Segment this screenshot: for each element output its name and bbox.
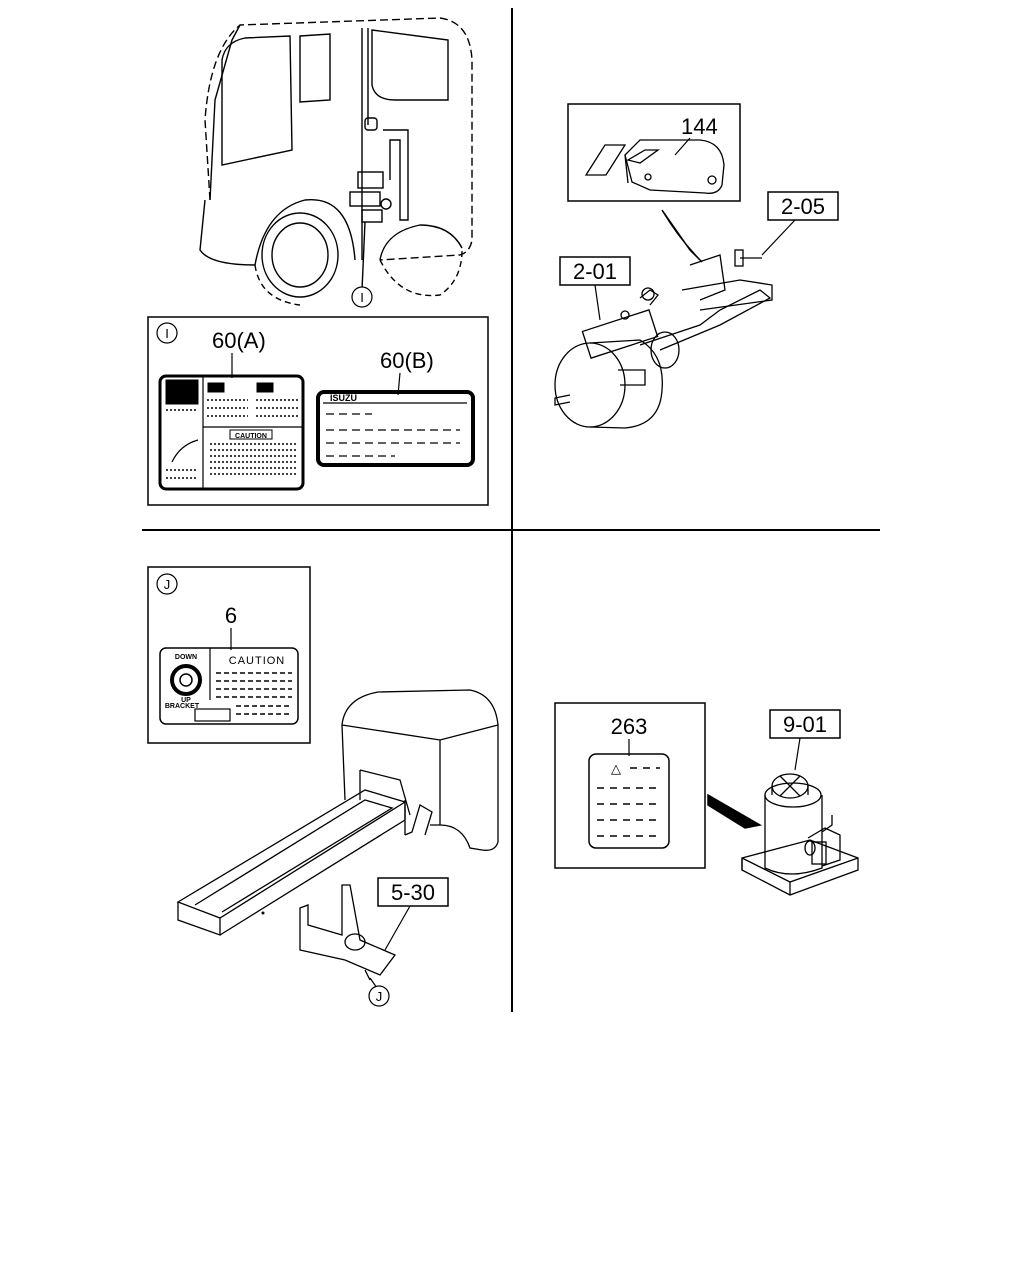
callout-box-205 (767, 191, 839, 221)
callout-60b: 60(B) (380, 348, 434, 373)
divider-lines (142, 8, 880, 1012)
ref-circle-j-bottom (368, 985, 390, 1007)
ref-j-bottom: J (376, 989, 383, 1004)
caution-text-6: CAUTION (229, 655, 286, 667)
callout-6: 6 (225, 603, 237, 628)
bracket-144-drawing (584, 139, 725, 194)
ref-i-top: I (360, 290, 364, 305)
callout-205: 2-05 (781, 194, 825, 219)
detail-box-j (147, 566, 311, 744)
callout-530: 5-30 (391, 880, 435, 905)
bracket-text: BRACKET (165, 703, 200, 710)
callout-box-201 (559, 256, 631, 286)
warning-triangle-icon: △ (611, 761, 621, 776)
ref-j-box: J (164, 577, 171, 592)
callout-box-530 (377, 877, 449, 907)
ref-circle-i-box (156, 322, 178, 344)
detail-box-263 (554, 702, 706, 869)
detail-box-i (147, 316, 489, 506)
brake-booster-drawing (554, 249, 773, 429)
down-text: DOWN (175, 654, 197, 661)
ref-i-box: I (165, 326, 169, 341)
ref-circle-i-top (351, 286, 373, 308)
ref-circle-j-box (156, 573, 178, 595)
bottle-jack-drawing (741, 773, 859, 896)
up-text: UP (181, 697, 191, 704)
callout-144: 144 (681, 114, 718, 139)
callout-901: 9-01 (783, 712, 827, 737)
callout-box-901 (769, 709, 841, 739)
isuzu-text: ISUZU (330, 393, 357, 403)
arrow-263 (707, 793, 763, 829)
label-6 (159, 647, 299, 725)
caution-text-60a: CAUTION (235, 433, 267, 440)
callout-60a: 60(A) (212, 328, 266, 353)
label-263 (588, 753, 670, 849)
truck-cab-drawing (199, 17, 473, 306)
label-60a (158, 374, 305, 491)
callout-263: 263 (611, 714, 648, 739)
frame-drawing (176, 689, 499, 981)
arrow-144 (661, 209, 703, 263)
label-60b (316, 390, 475, 467)
detail-box-144 (567, 103, 741, 202)
callout-201: 2-01 (573, 259, 617, 284)
